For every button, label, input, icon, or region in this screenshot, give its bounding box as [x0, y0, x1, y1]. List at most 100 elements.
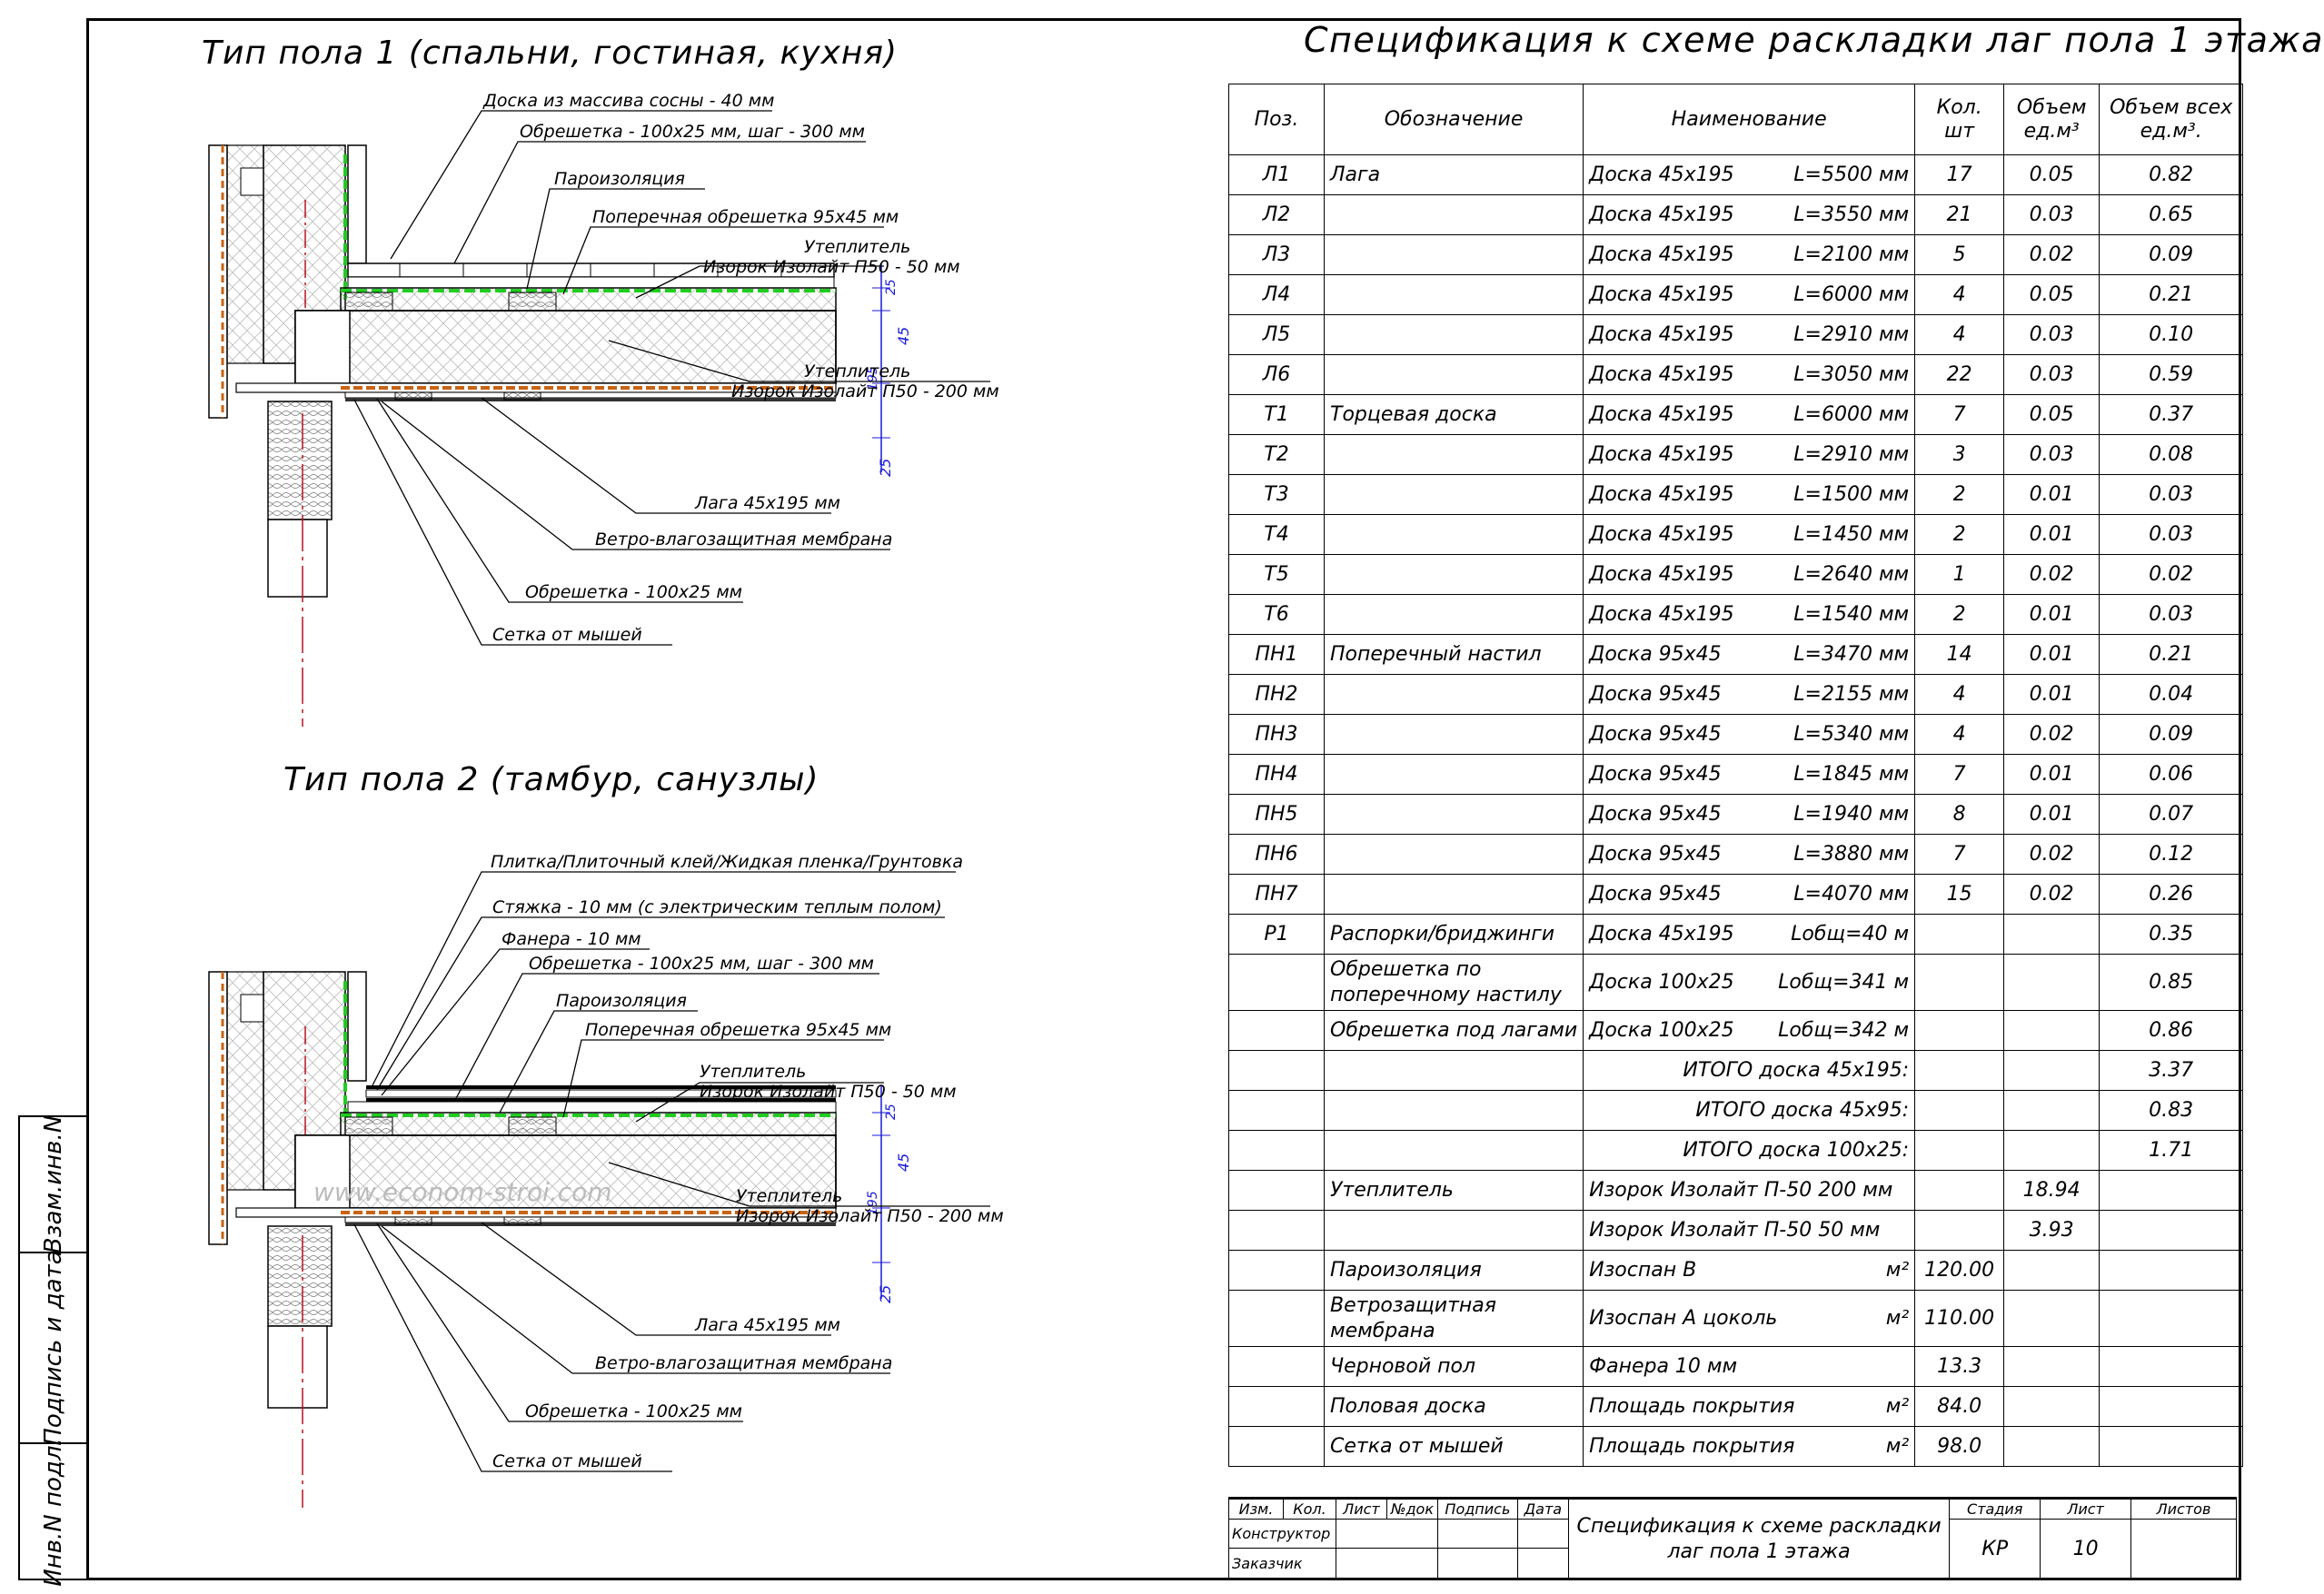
naim-text: Доска 45х195	[1589, 323, 1734, 346]
spec-total-value: 3.37	[2099, 1050, 2244, 1091]
label2-lag: Лага 45х195 мм	[694, 1315, 840, 1335]
spec-cell-pos: ПН5	[1228, 794, 1325, 835]
spec-cell-empty	[2099, 1210, 2244, 1251]
label-vapor-barrier: Пароизоляция	[554, 169, 685, 189]
naim-length: L=3050 мм	[1793, 363, 1910, 386]
tb-h-list: Лист	[1335, 1499, 1387, 1520]
spec-cell-oboz	[1323, 554, 1584, 595]
spec-cell-empty	[1323, 1090, 1584, 1131]
side-cell-vzam-inv: Взам.инв.N	[20, 1115, 86, 1253]
naim-text: Изоспан А цоколь	[1589, 1307, 1778, 1330]
spec-cell-pos: Т2	[1228, 434, 1325, 475]
label2-membrane: Ветро-влагозащитная мембрана	[595, 1353, 892, 1373]
label-mouse-mesh: Сетка от мышей	[492, 625, 642, 645]
spec-cell-empty	[1323, 1050, 1584, 1091]
spec-cell-empty	[1228, 1386, 1325, 1427]
spec-cell-vol: 0.01	[2003, 514, 2101, 555]
spec-cell-pos: Л2	[1228, 194, 1325, 235]
naim-text: Доска 95х45	[1589, 843, 1722, 866]
spec-cell-empty	[1228, 1050, 1325, 1091]
spec-cell-total: 0.35	[2099, 914, 2244, 955]
naim-length: L=1500 мм	[1793, 483, 1910, 506]
spec-cell-empty	[2003, 1090, 2101, 1131]
spec-cell-qty: 8	[1914, 794, 2005, 835]
spec-cell-vol: 0.01	[2003, 594, 2101, 635]
tb-stadia: КР	[1949, 1519, 2041, 1579]
dim2-45: 45	[895, 1153, 912, 1172]
spec-cell-total: 0.21	[2099, 634, 2244, 675]
spec-cell-total: 0.10	[2099, 314, 2244, 355]
spec-cell-qty: 15	[1914, 874, 2005, 915]
tb-h-kol: Кол.	[1282, 1499, 1336, 1520]
tb-h-listov: Листов	[2130, 1499, 2237, 1520]
label2-obreshetka: Обрешетка - 100х25 мм	[525, 1401, 742, 1421]
spec-cell-total: 0.21	[2099, 274, 2244, 315]
spec-cell-naim: Доска 45х195 L=2910 мм	[1583, 314, 1916, 355]
spec-cell-oboz	[1323, 794, 1584, 835]
naim-length: L=3880 мм	[1793, 843, 1910, 866]
spec-material-oboz: Черновой пол	[1323, 1346, 1584, 1387]
spec-total-row: ИТОГО доска 100х25:1.71	[1228, 1130, 2244, 1171]
side-cell-podpis-data: Подпись и дата	[20, 1250, 86, 1446]
naim-length: L=2910 мм	[1793, 323, 1910, 346]
spec-cell-oboz	[1323, 674, 1584, 715]
spec-cell-total: 0.08	[2099, 434, 2244, 475]
spec-cell-oboz	[1323, 314, 1584, 355]
naim-length: L=1940 мм	[1793, 803, 1910, 826]
dim2-25-bottom: 25	[877, 1285, 894, 1303]
spec-cell-vol: 0.01	[2003, 674, 2101, 715]
naim-text: Доска 45х195	[1589, 483, 1734, 506]
spec-cell-empty	[1228, 1170, 1325, 1211]
dim2-195: 195	[866, 1191, 880, 1215]
naim-wrapper: Фанера 10 мм	[1589, 1355, 1909, 1378]
spec-cell-total: 0.65	[2099, 194, 2244, 235]
naim-length: L=3470 мм	[1793, 643, 1910, 666]
naim-text: Доска 95х45	[1589, 723, 1722, 746]
naim-text: Доска 95х45	[1589, 763, 1722, 786]
spec-cell-qty	[1914, 954, 2005, 1011]
spec-cell-qty: 5	[1914, 234, 2005, 275]
spec-cell-empty	[2099, 1250, 2244, 1291]
spec-cell-oboz: Обрешетка под лагами	[1323, 1010, 1584, 1051]
naim-text: Фанера 10 мм	[1589, 1355, 1738, 1378]
naim-length: L=2100 мм	[1793, 243, 1910, 266]
spec-material-oboz: Пароизоляция	[1323, 1250, 1584, 1291]
spec-cell-pos: ПН4	[1228, 754, 1325, 795]
spec-cell-naim: Доска 45х195 L=1500 мм	[1583, 474, 1916, 515]
naim-wrapper: Изорок Изолайт П-50 50 мм	[1589, 1219, 1909, 1242]
tb-list: 10	[2040, 1519, 2132, 1579]
naim-text: Изорок Изолайт П-50 200 мм	[1589, 1179, 1893, 1202]
spec-cell-qty: 17	[1914, 154, 2005, 195]
naim-wrapper: Изорок Изолайт П-50 200 мм	[1589, 1179, 1909, 1202]
spec-cell-total: 0.03	[2099, 594, 2244, 635]
spec-cell-pos: ПН3	[1228, 714, 1325, 755]
spec-cell-qty: 4	[1914, 314, 2005, 355]
naim-wrapper: Доска 45х195 L=1500 мм	[1589, 483, 1909, 506]
spec-cell-total: 0.06	[2099, 754, 2244, 795]
naim-text: Доска 45х195	[1589, 523, 1734, 546]
spec-cell-qty	[1914, 914, 2005, 955]
spec-cell-vol: 0.02	[2003, 834, 2101, 875]
spec-cell-naim: Доска 95х45 L=3880 мм	[1583, 834, 1916, 875]
naim-length: L=3550 мм	[1793, 203, 1910, 226]
